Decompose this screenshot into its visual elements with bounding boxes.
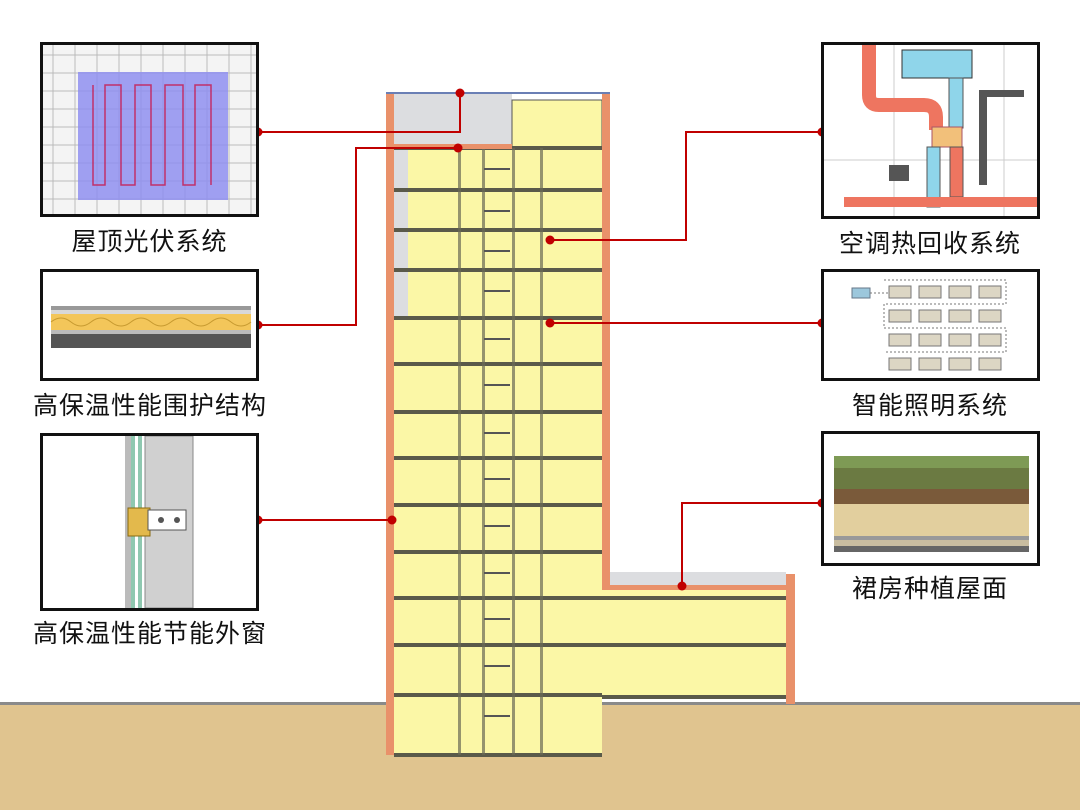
podium-floors	[602, 585, 788, 697]
tower-floors	[394, 148, 602, 755]
column-line	[482, 148, 485, 755]
label-window: 高保温性能节能外窗	[32, 619, 267, 648]
floor-slab	[394, 753, 602, 757]
label-envelope: 高保温性能围护结构	[32, 391, 267, 420]
stair-landing	[484, 250, 510, 252]
green-roof-panel	[821, 431, 1040, 566]
stair-landing	[484, 618, 510, 620]
light-module	[978, 357, 1002, 371]
stair-landing	[484, 432, 510, 434]
column-line	[512, 148, 515, 755]
light-module	[978, 309, 1002, 323]
floor-slab	[394, 362, 602, 366]
light-module	[918, 333, 942, 347]
window-panel	[40, 433, 259, 611]
light-module	[948, 333, 972, 347]
stair-landing	[484, 168, 510, 170]
light-module	[888, 333, 912, 347]
stair-landing	[484, 572, 510, 574]
controller	[851, 287, 871, 299]
floor-slab	[394, 643, 602, 647]
light-module	[888, 309, 912, 323]
light-module	[978, 333, 1002, 347]
setback	[394, 148, 408, 318]
stair-landing	[484, 290, 510, 292]
lighting-panel	[821, 269, 1040, 381]
hvac-panel	[821, 42, 1040, 219]
floor-slab	[394, 550, 602, 554]
stair-landing	[484, 210, 510, 212]
tower-wall-left	[386, 92, 394, 755]
floor-slab	[394, 456, 602, 460]
envelope-panel	[40, 269, 259, 381]
podium-floor-slab	[602, 596, 788, 600]
lighting-control-diagram-icon	[851, 279, 1007, 371]
stair-landing	[484, 715, 510, 717]
floor-slab	[394, 596, 602, 600]
floor-slab	[394, 410, 602, 414]
light-module	[918, 309, 942, 323]
stair-landing	[484, 338, 510, 340]
floor-slab	[394, 316, 602, 320]
connector-line	[258, 93, 461, 133]
connector-line	[258, 147, 458, 326]
label-green-roof: 裙房种植屋面	[851, 574, 1008, 603]
podium-floor-slab	[602, 643, 788, 647]
stair-landing	[484, 665, 510, 667]
stair-landing	[484, 525, 510, 527]
podium-parapet	[606, 572, 786, 586]
podium-roof-slab	[602, 585, 788, 590]
light-module	[948, 357, 972, 371]
stair-landing	[484, 384, 510, 386]
connector-line	[681, 502, 822, 586]
connector-dot	[453, 143, 463, 153]
stair-landing	[484, 478, 510, 480]
label-rooftop-pv: 屋顶光伏系统	[71, 227, 228, 256]
insulated-wall-section-icon	[50, 306, 252, 348]
label-lighting: 智能照明系统	[851, 391, 1008, 420]
rooftop-pv-panel	[40, 42, 259, 217]
window-detail-icon	[125, 436, 194, 608]
floor-slab	[394, 503, 602, 507]
connector-dot	[677, 581, 687, 591]
green-roof-section-icon	[834, 456, 1029, 552]
light-module	[888, 285, 912, 299]
floor-slab	[394, 268, 602, 272]
roof-equipment-area	[394, 92, 512, 148]
label-hvac: 空调热回收系统	[838, 229, 1021, 258]
light-module	[888, 357, 912, 371]
floor-slab	[394, 228, 602, 232]
light-module	[948, 309, 972, 323]
floor-slab	[394, 693, 602, 697]
light-module	[948, 285, 972, 299]
connector-dot	[387, 515, 397, 525]
connector-dot	[545, 318, 555, 328]
control-wiring	[870, 279, 1007, 353]
roof-slab	[394, 144, 512, 149]
roof-room	[511, 99, 603, 149]
light-module	[918, 357, 942, 371]
column-line	[458, 148, 461, 755]
tower-wall-right	[602, 92, 610, 585]
hvac-heat-recovery-diagram-icon	[824, 45, 1037, 216]
floor-slab	[394, 188, 602, 192]
connector-dot	[455, 88, 465, 98]
rooftop-pv-plan-icon	[43, 45, 256, 214]
podium-floor-slab	[602, 695, 788, 699]
connector-line	[550, 131, 822, 241]
column-line	[540, 148, 543, 755]
connector-dot	[545, 235, 555, 245]
podium-wall-right	[786, 574, 795, 704]
light-module	[978, 285, 1002, 299]
roof-top-edge	[386, 92, 610, 94]
light-module	[918, 285, 942, 299]
